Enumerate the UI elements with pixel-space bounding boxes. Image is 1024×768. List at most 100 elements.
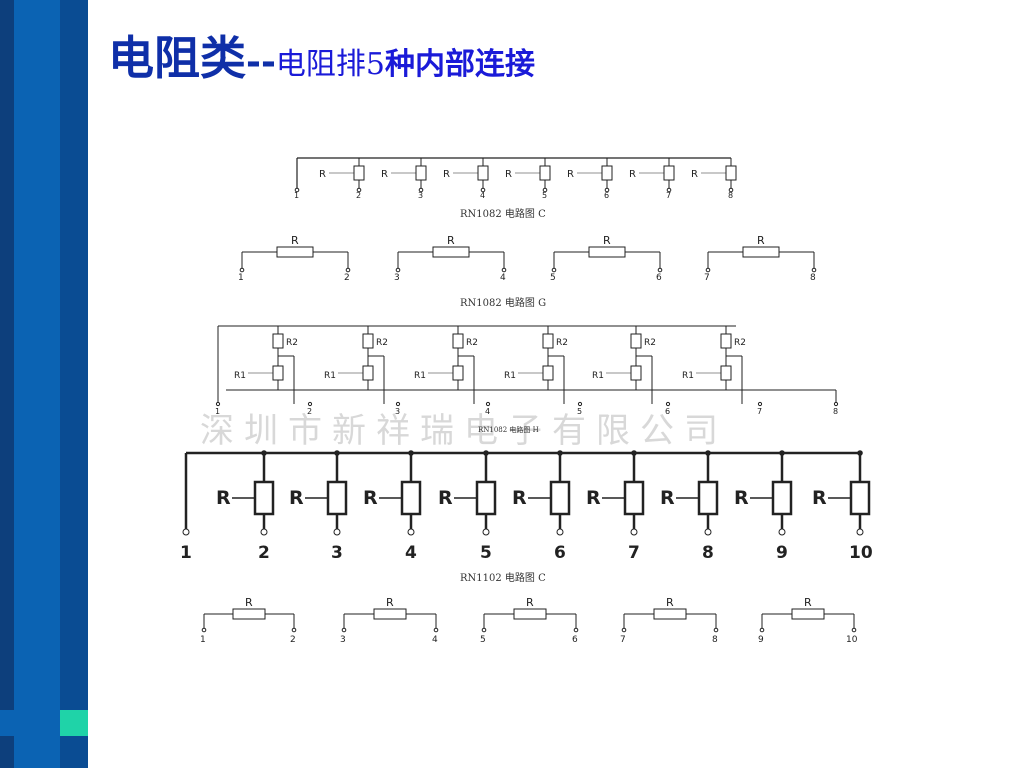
resistor-body — [849, 480, 871, 516]
resistor-label: R — [603, 234, 611, 247]
pin-terminal — [851, 627, 857, 633]
pin-number: 2 — [290, 635, 296, 645]
resistor-body-r2 — [452, 333, 464, 349]
resistor-label: R — [757, 234, 765, 247]
resistor-body — [742, 246, 780, 258]
resistor-body — [588, 246, 626, 258]
caption-rn1082-c: RN1082 电路图 C — [460, 207, 546, 220]
pin-number: 10 — [846, 635, 858, 645]
resistor-label: R — [734, 487, 749, 509]
resistor-body-r1 — [542, 365, 554, 381]
pin-terminal — [759, 627, 765, 633]
pin-number: 7 — [757, 407, 762, 416]
pin-terminal — [630, 528, 638, 536]
pin-terminal — [666, 187, 672, 193]
pin-number: 2 — [307, 407, 312, 416]
sidebar-strip-mid — [14, 0, 60, 768]
pin-number: 6 — [665, 407, 670, 416]
resistor-body — [400, 480, 422, 516]
title-main: 电阻类 — [108, 31, 246, 85]
title-sub-bold: 种内部连接 — [384, 47, 535, 82]
pin-terminal — [757, 401, 763, 407]
pin-number: 3 — [340, 635, 346, 645]
resistor-body — [432, 246, 470, 258]
pin-terminal — [182, 528, 190, 536]
pin-number: 4 — [480, 191, 485, 200]
resistor-body-r1 — [452, 365, 464, 381]
pin-terminal — [239, 267, 245, 273]
pin-number: 4 — [432, 635, 438, 645]
pin-number: 10 — [849, 543, 873, 563]
pin-number: 8 — [702, 543, 714, 563]
resistor-body — [232, 608, 266, 620]
resistor-label-r1: R1 — [324, 371, 336, 381]
pin-number: 8 — [712, 635, 718, 645]
pin-terminal — [604, 187, 610, 193]
pin-terminal — [215, 401, 221, 407]
pin-terminal — [728, 187, 734, 193]
resistor-label: R — [586, 487, 601, 509]
resistor-body — [623, 480, 645, 516]
resistor-body — [697, 480, 719, 516]
resistor-label: R — [381, 169, 388, 180]
pin-terminal — [577, 401, 583, 407]
resistor-label-r2: R2 — [556, 338, 568, 348]
resistor-label: R — [438, 487, 453, 509]
pin-terminal — [482, 528, 490, 536]
pin-number: 5 — [550, 273, 556, 283]
resistor-label-r2: R2 — [376, 338, 388, 348]
pin-number: 4 — [500, 273, 506, 283]
pin-number: 3 — [395, 407, 400, 416]
resistor-body — [326, 480, 348, 516]
pin-number: 7 — [704, 273, 710, 283]
slide-title: 电阻类--电阻排5种内部连接 — [108, 28, 535, 88]
resistor-label: R — [660, 487, 675, 509]
resistor-body — [725, 165, 737, 181]
resistor-body-r1 — [720, 365, 732, 381]
resistor-label: R — [804, 596, 812, 609]
resistor-label-r2: R2 — [286, 338, 298, 348]
resistor-label-r1: R1 — [592, 371, 604, 381]
watermark: 深圳市新祥瑞电子有限公司 — [200, 411, 728, 451]
resistor-label: R — [289, 487, 304, 509]
pin-terminal — [201, 627, 207, 633]
resistor-label: R — [812, 487, 827, 509]
sidebar-decoration — [0, 0, 88, 768]
pin-number: 2 — [258, 543, 270, 563]
resistor-label-r1: R1 — [414, 371, 426, 381]
pin-number: 1 — [215, 407, 220, 416]
resistor-label: R — [363, 487, 378, 509]
resistor-label: R — [691, 169, 698, 180]
resistor-label: R — [245, 596, 253, 609]
resistor-label: R — [319, 169, 326, 180]
resistor-label: R — [567, 169, 574, 180]
pin-terminal — [294, 187, 300, 193]
pin-terminal — [621, 627, 627, 633]
pin-terminal — [704, 528, 712, 536]
caption-rn1082-h: RN1082 电路图 H — [478, 425, 539, 434]
resistor-body — [513, 608, 547, 620]
pin-terminal — [778, 528, 786, 536]
pin-number: 5 — [577, 407, 582, 416]
pin-number: 3 — [394, 273, 400, 283]
resistor-body-r1 — [630, 365, 642, 381]
pin-terminal — [333, 528, 341, 536]
resistor-label-r2: R2 — [734, 338, 746, 348]
resistor-label: R — [526, 596, 534, 609]
pin-number: 5 — [542, 191, 547, 200]
pin-terminal — [573, 627, 579, 633]
pin-terminal — [705, 267, 711, 273]
pin-number: 6 — [554, 543, 566, 563]
pin-number: 1 — [294, 191, 299, 200]
resistor-label: R — [216, 487, 231, 509]
resistor-body — [477, 165, 489, 181]
resistor-body-r2 — [542, 333, 554, 349]
title-separator: -- — [246, 42, 276, 83]
resistor-label: R — [447, 234, 455, 247]
resistor-body-r2 — [272, 333, 284, 349]
